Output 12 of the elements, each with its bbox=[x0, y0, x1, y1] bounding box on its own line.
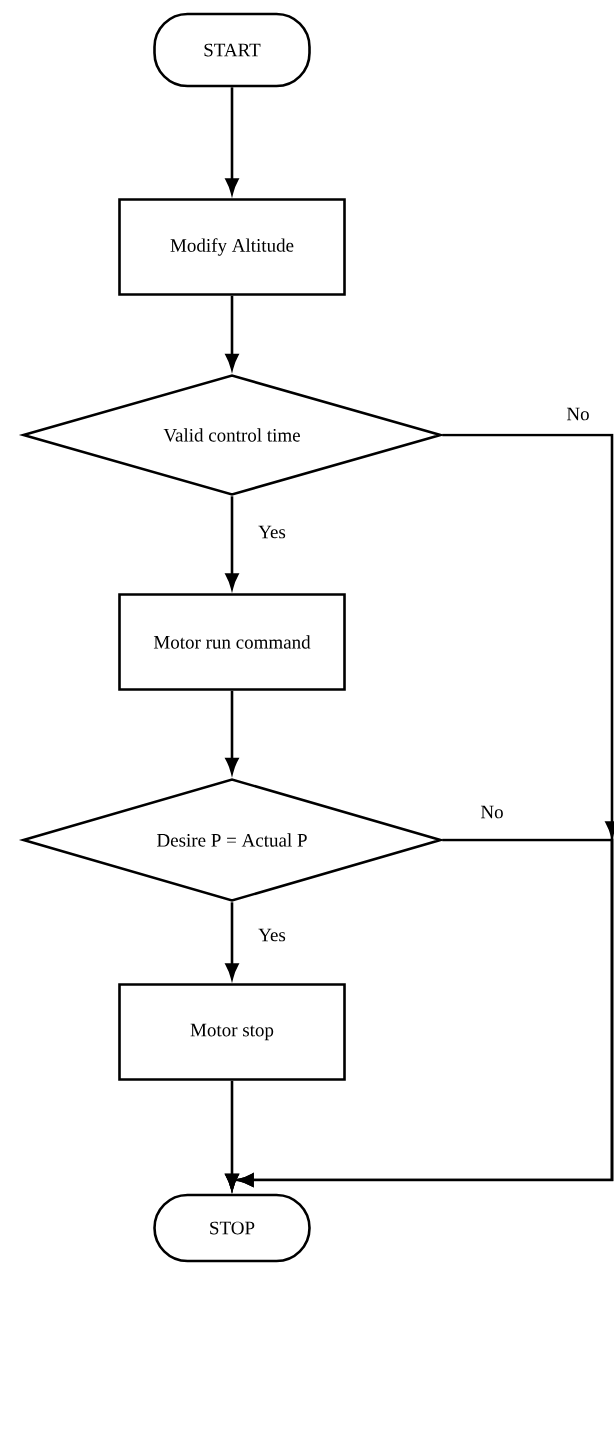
arrow bbox=[225, 87, 239, 195]
edge-label: No bbox=[478, 803, 506, 821]
edge-label: Yes bbox=[256, 926, 288, 944]
terminal-box: START bbox=[153, 12, 311, 88]
process-box: Motor run command bbox=[118, 593, 346, 691]
process-box: Motor stop bbox=[118, 983, 346, 1081]
arrow bbox=[225, 902, 239, 980]
arrow bbox=[225, 496, 239, 590]
edge-label: Yes bbox=[256, 523, 288, 541]
process-box: Modify Altitude bbox=[118, 198, 346, 296]
edge-label: No bbox=[564, 405, 592, 423]
terminal-box: STOP bbox=[153, 1193, 311, 1263]
